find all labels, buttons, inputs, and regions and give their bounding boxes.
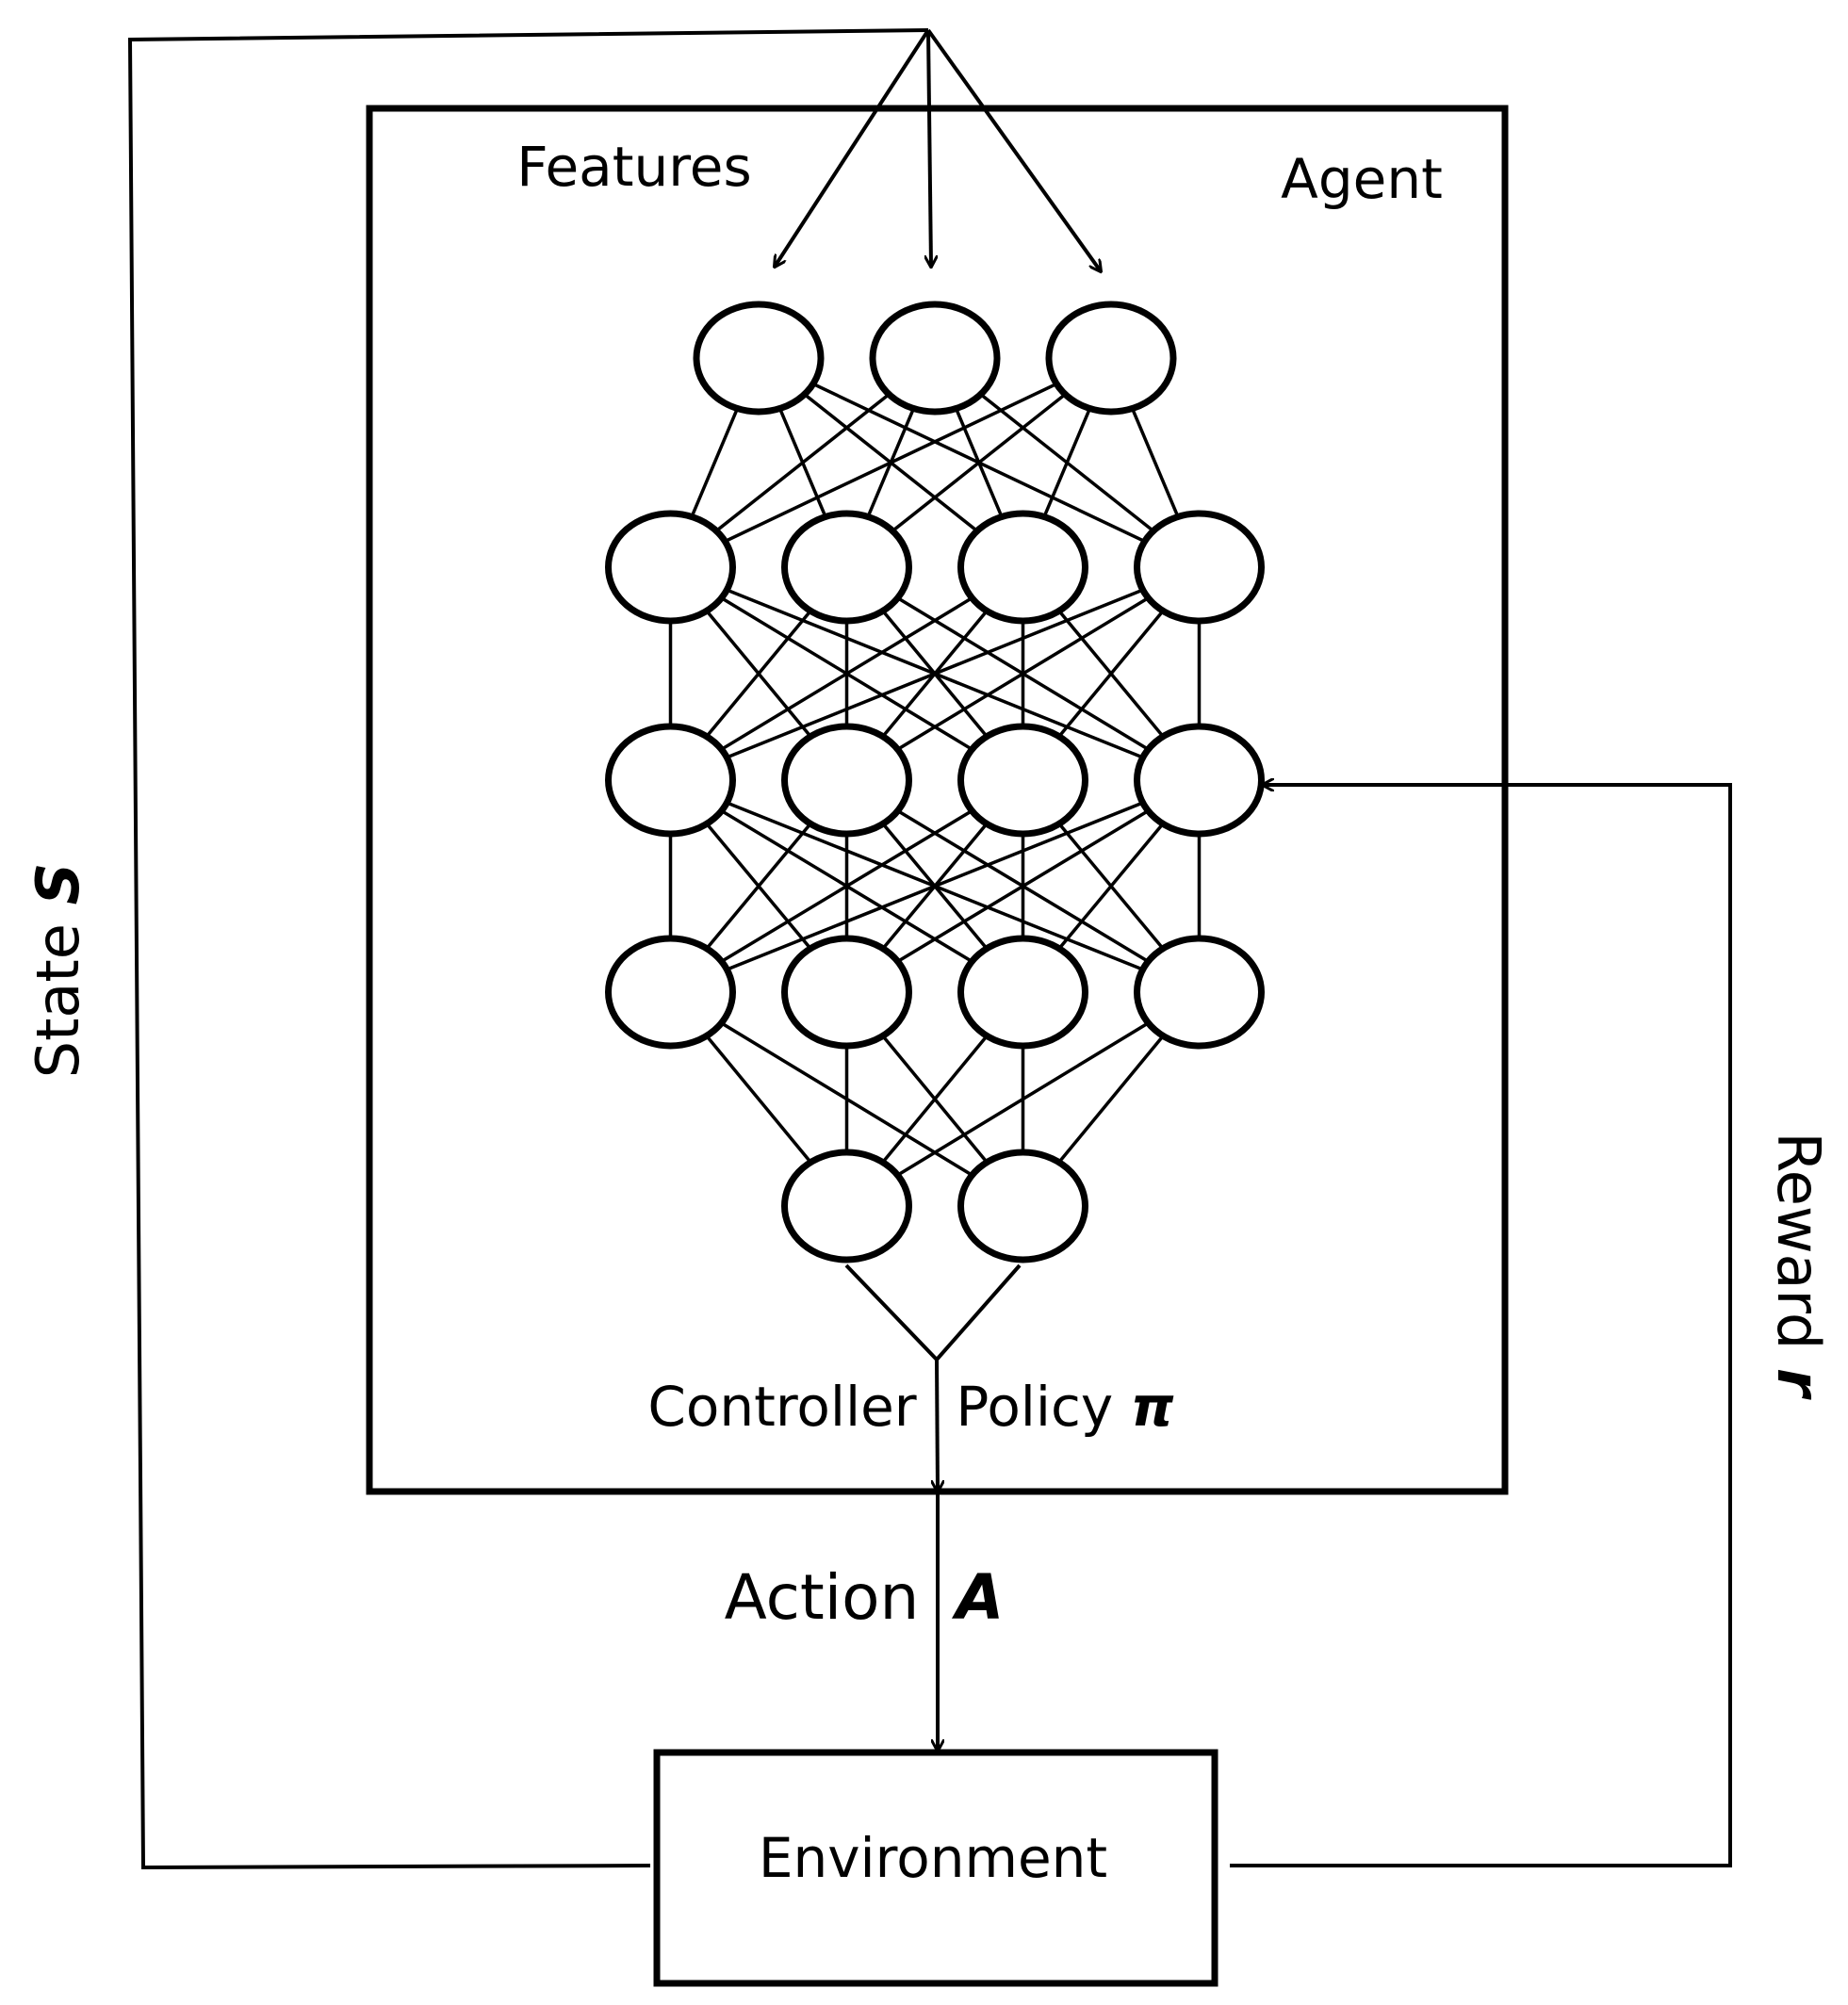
policy-label: Policy π — [956, 1379, 1173, 1434]
edge-l1-n3-to-n0 — [669, 565, 1201, 782]
node-layer-3-3 — [957, 723, 1088, 838]
action-symbol: A — [956, 1561, 1005, 1634]
state-text: State — [24, 923, 92, 1079]
feature-arrow-center — [928, 29, 931, 267]
policy-text: Policy — [956, 1375, 1114, 1439]
state-label: State S — [24, 863, 92, 1079]
feature-arrow-left — [775, 28, 930, 267]
node-layer-1-1 — [693, 301, 825, 416]
reward-loop-line — [1230, 785, 1732, 1867]
node-layer-3-2 — [781, 723, 912, 838]
node-layer-4-3 — [957, 935, 1088, 1050]
edge-l2-n2-to-n0 — [669, 778, 1024, 994]
node-layer-4-1 — [605, 935, 736, 1050]
node-layer-5-1 — [781, 1149, 912, 1263]
action-label: Action A — [725, 1567, 1005, 1629]
node-layer-4-2 — [781, 935, 912, 1050]
controller-arrow — [937, 1359, 938, 1492]
node-layer-1-2 — [869, 301, 1001, 416]
reward-text: Reward — [1764, 1132, 1833, 1350]
state-symbol: S — [24, 862, 92, 905]
edge-l1-n2-to-n0 — [669, 565, 1024, 782]
action-text: Action — [724, 1561, 920, 1634]
node-layer-2-4 — [1134, 510, 1265, 625]
reward-symbol: r — [1764, 1368, 1833, 1397]
agent-label: Agent — [1281, 147, 1443, 211]
node-layer-2-2 — [781, 510, 912, 625]
state-loop-line — [127, 28, 929, 1870]
controller-label: Controller — [647, 1375, 917, 1439]
edge-l2-n3-to-n0 — [669, 778, 1201, 994]
network-nodes — [605, 301, 1265, 1263]
output-merge-lines — [844, 1263, 1022, 1362]
edge-l1-n3-to-n1 — [845, 565, 1201, 782]
node-layer-3-4 — [1134, 723, 1265, 838]
environment-box — [653, 1749, 1218, 1987]
edge-l3-n3-to-n0 — [845, 990, 1201, 1208]
policy-symbol: π — [1130, 1375, 1174, 1439]
reward-label: Reward r — [1764, 1132, 1833, 1396]
node-layer-2-3 — [957, 510, 1088, 625]
edge-l0-n2-to-n0 — [669, 356, 1112, 569]
environment-label: Environment — [758, 1826, 1108, 1890]
edge-l2-n3-to-n1 — [845, 778, 1201, 994]
node-layer-1-3 — [1045, 301, 1177, 416]
network-edges — [668, 356, 1202, 1208]
feature-arrow-right — [926, 28, 1101, 271]
node-layer-3-1 — [605, 723, 736, 838]
node-layer-2-1 — [605, 510, 736, 625]
node-layer-5-2 — [957, 1149, 1088, 1263]
node-layer-4-4 — [1134, 935, 1265, 1050]
features-label: Features — [516, 135, 752, 199]
